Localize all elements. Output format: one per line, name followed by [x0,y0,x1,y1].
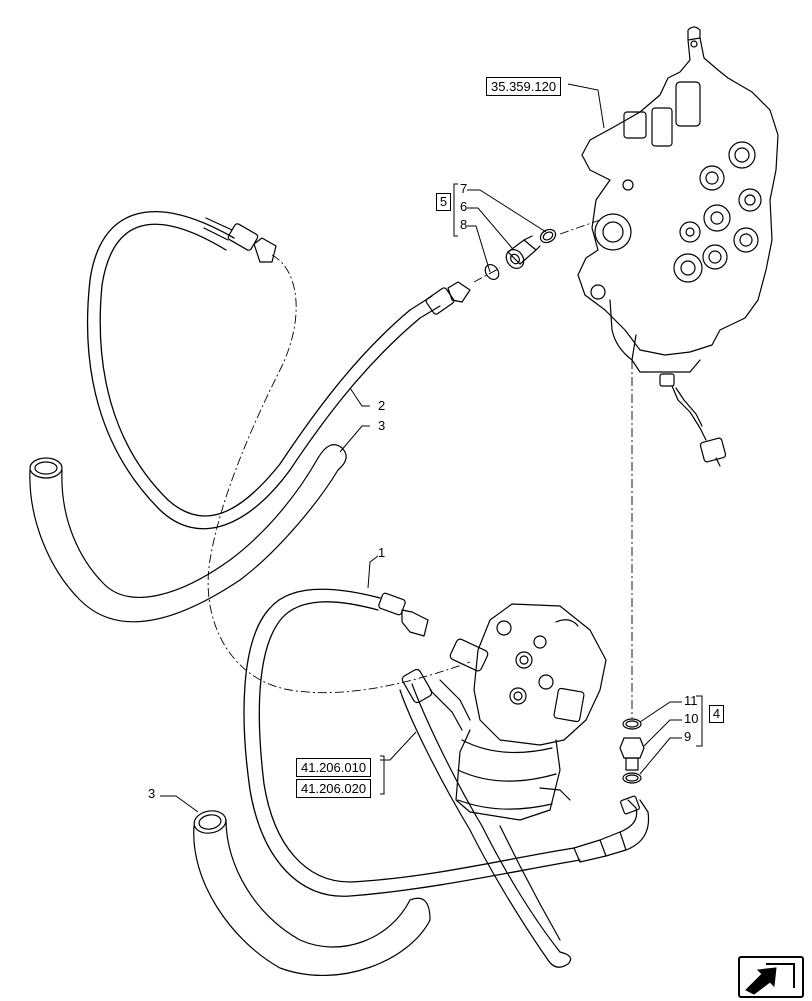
callout-7: 7 [460,181,468,196]
hose-sleeve-3-lower [193,810,431,976]
callout-3-lower: 3 [148,786,156,801]
hose-sleeve-3-upper [29,444,347,623]
adapter-fitting-lower [619,718,645,784]
callout-1: 1 [378,545,386,560]
hose-2 [86,211,471,530]
steering-reference-label-a[interactable]: 41.206.010 [296,758,372,777]
callout-9: 9 [684,729,692,744]
group-number-box-5: 5 [436,193,451,211]
steering-reference-label-b[interactable]: 41.206.020 [296,779,372,798]
steering-unit [399,603,607,968]
adapter-fitting-upper [484,228,557,281]
control-valve-block [577,26,779,467]
group-number-box-4: 4 [709,705,724,723]
callout-8: 8 [460,217,468,232]
callout-11: 11 [684,693,698,708]
valve-reference-label[interactable]: 35.359.120 [486,77,562,96]
callout-6: 6 [460,199,468,214]
callout-3-upper: 3 [378,418,386,433]
hose-1 [243,588,650,897]
callout-10: 10 [684,711,699,726]
next-page-button[interactable] [738,956,804,998]
leader-lines [160,83,703,813]
callout-2: 2 [378,398,386,413]
next-page-arrow-icon [745,963,795,995]
dash-connectors [207,219,633,718]
